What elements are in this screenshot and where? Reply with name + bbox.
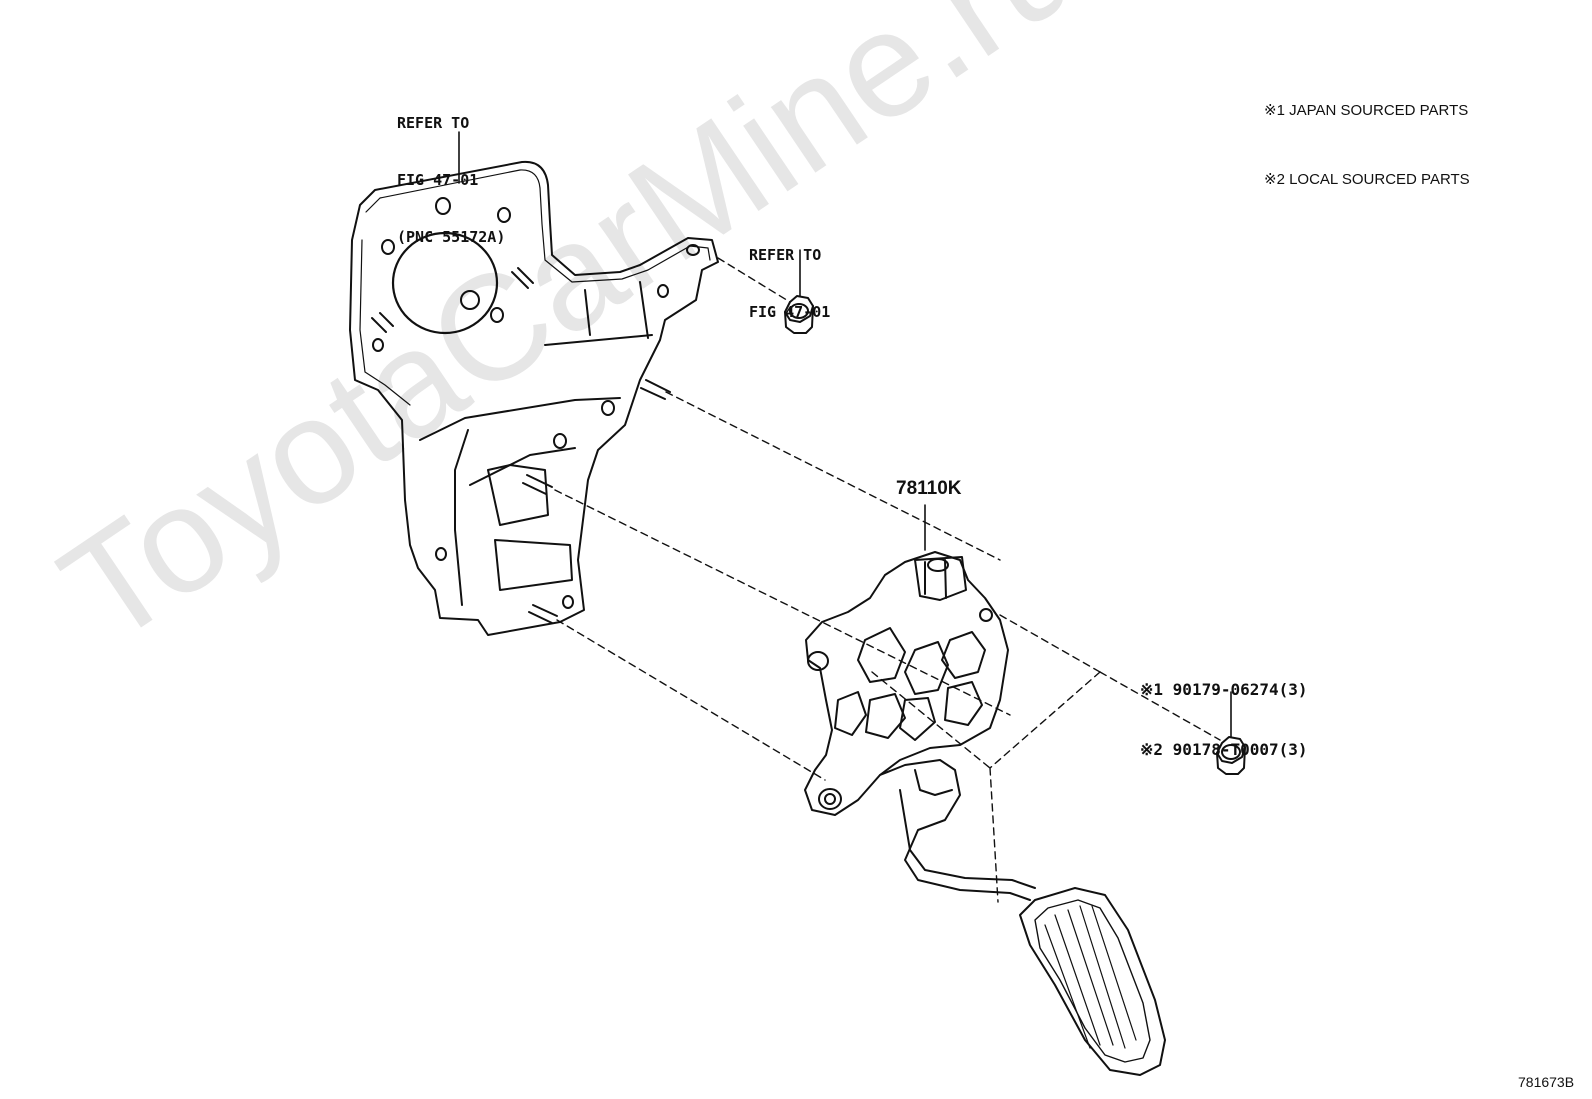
pedal-part-number[interactable]: 78110K: [896, 478, 962, 499]
alignment-lines: [554, 257, 1221, 903]
flange-nut-lower: [1216, 736, 1246, 775]
bracket-ref-line1: REFER TO: [397, 114, 470, 132]
bracket-ref-line2: FIG 47-01: [397, 171, 479, 189]
legend-japan-sourced: ※1 JAPAN SOURCED PARTS: [1264, 102, 1469, 119]
bracket-ref-line3: (PNC 55172A): [397, 228, 506, 246]
bolt-part-numbers: ※1 90179-06274(3) ※2 90178-T0007(3): [1140, 640, 1308, 800]
accelerator-pedal-assembly: [804, 551, 1166, 1076]
nut-reference-callout: REFER TO FIG 47-01: [749, 208, 830, 360]
nut-ref-line2: FIG 47-01: [749, 303, 831, 321]
bolt-part-japan[interactable]: ※1 90179-06274(3): [1140, 680, 1308, 699]
bolt-part-local[interactable]: ※2 90178-T0007(3): [1140, 740, 1308, 759]
nut-ref-line1: REFER TO: [749, 246, 822, 264]
bracket-reference-callout: REFER TO FIG 47-01 (PNC 55172A): [397, 76, 505, 285]
figure-number: 781673B: [1518, 1074, 1575, 1090]
flange-nut-upper: [784, 295, 814, 334]
pedal-bracket: [349, 160, 719, 636]
legend-local-sourced: ※2 LOCAL SOURCED PARTS: [1264, 171, 1470, 188]
legend: ※1 JAPAN SOURCED PARTS ※2 LOCAL SOURCED …: [1264, 53, 1470, 237]
